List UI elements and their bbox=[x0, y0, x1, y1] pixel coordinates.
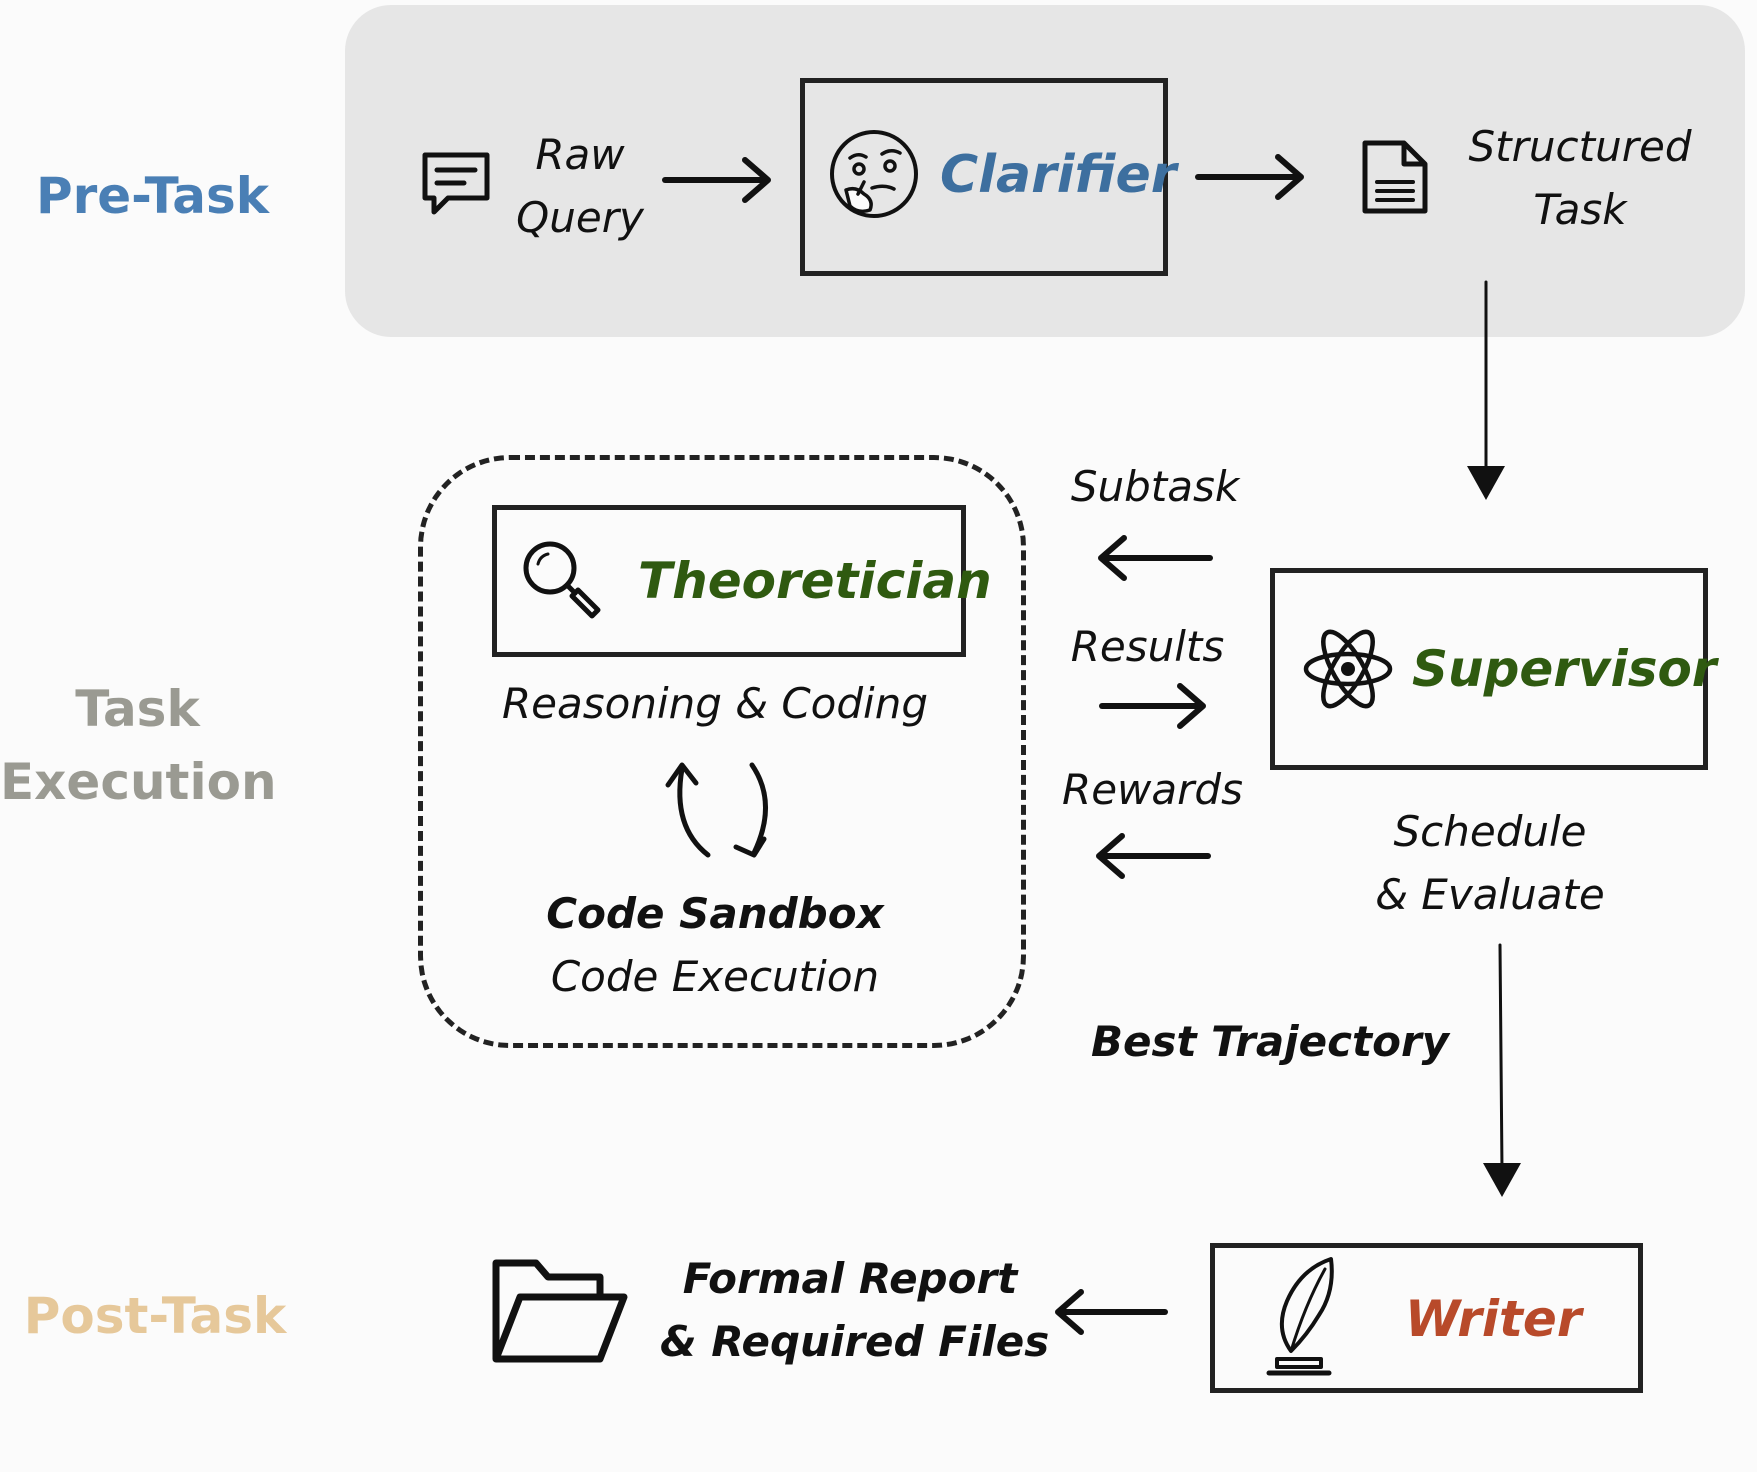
clarifier-name: Clarifier bbox=[940, 145, 1177, 205]
results-label: Results bbox=[1070, 622, 1225, 671]
supervisor-box bbox=[1270, 568, 1708, 770]
chat-bubble-icon bbox=[422, 152, 490, 215]
arrow-results bbox=[1099, 683, 1206, 729]
phase-label-post-task: Post-Task bbox=[23, 1287, 287, 1345]
clarifier-box bbox=[800, 78, 1168, 276]
phase-label-pre-task: Pre-Task bbox=[35, 167, 270, 225]
code-sandbox-title: Code Sandbox bbox=[546, 889, 884, 938]
schedule-evaluate-label: Schedule & Evaluate bbox=[1340, 800, 1640, 926]
magnifier-icon bbox=[523, 541, 601, 619]
formal-report-line-2: & Required Files bbox=[660, 1317, 1050, 1366]
structured-task-line-1: Structured bbox=[1468, 122, 1692, 171]
rewards-label: Rewards bbox=[1062, 765, 1243, 814]
theoretician-box bbox=[492, 505, 966, 657]
arrow-subtask bbox=[1098, 535, 1213, 581]
raw-query-label: Raw Query bbox=[500, 123, 660, 249]
phase-label-task-execution: Task Execution bbox=[0, 673, 277, 818]
supervisor-name: Supervisor bbox=[1412, 640, 1717, 698]
pre-task-region bbox=[345, 5, 1745, 337]
quill-inkwell-icon bbox=[1266, 1257, 1334, 1376]
raw-query-line-1: Raw bbox=[535, 130, 625, 179]
formal-report-label: Formal Report & Required Files bbox=[660, 1247, 1050, 1373]
code-execution-label: Code Execution bbox=[550, 952, 880, 1001]
arrow-rewards bbox=[1096, 833, 1211, 879]
arrow-clarifier-to-task bbox=[1195, 154, 1304, 200]
schedule-line-2: & Evaluate bbox=[1375, 870, 1605, 919]
arrowhead-task-to-supervisor bbox=[1467, 466, 1505, 500]
phase-label-task-line-2: Execution bbox=[0, 752, 277, 811]
structured-task-label: Structured Task bbox=[1450, 115, 1710, 241]
open-folder-icon bbox=[492, 1259, 628, 1363]
best-trajectory-label: Best Trajectory bbox=[1090, 1017, 1450, 1066]
arrow-query-to-clarifier bbox=[662, 157, 771, 203]
subtask-label: Subtask bbox=[1070, 462, 1240, 511]
formal-report-line-1: Formal Report bbox=[682, 1254, 1018, 1303]
theoretician-sandbox-group bbox=[418, 455, 1026, 1048]
reasoning-coding-label: Reasoning & Coding bbox=[502, 679, 928, 728]
arrowhead-supervisor-to-writer bbox=[1483, 1163, 1521, 1197]
arrow-writer-to-output bbox=[1055, 1289, 1168, 1335]
document-icon bbox=[1362, 140, 1428, 214]
atom-icon bbox=[1303, 629, 1393, 709]
arrow-supervisor-to-writer bbox=[1498, 943, 1504, 1172]
schedule-line-1: Schedule bbox=[1393, 807, 1587, 856]
raw-query-line-2: Query bbox=[516, 193, 644, 242]
structured-task-line-2: Task bbox=[1533, 185, 1627, 234]
thinking-face-icon bbox=[830, 130, 918, 218]
refresh-cycle-icon bbox=[665, 762, 768, 858]
phase-label-task-line-1: Task bbox=[75, 680, 200, 738]
writer-name: Writer bbox=[1405, 1290, 1582, 1348]
writer-box bbox=[1210, 1243, 1643, 1393]
theoretician-name: Theoretician bbox=[638, 552, 992, 610]
